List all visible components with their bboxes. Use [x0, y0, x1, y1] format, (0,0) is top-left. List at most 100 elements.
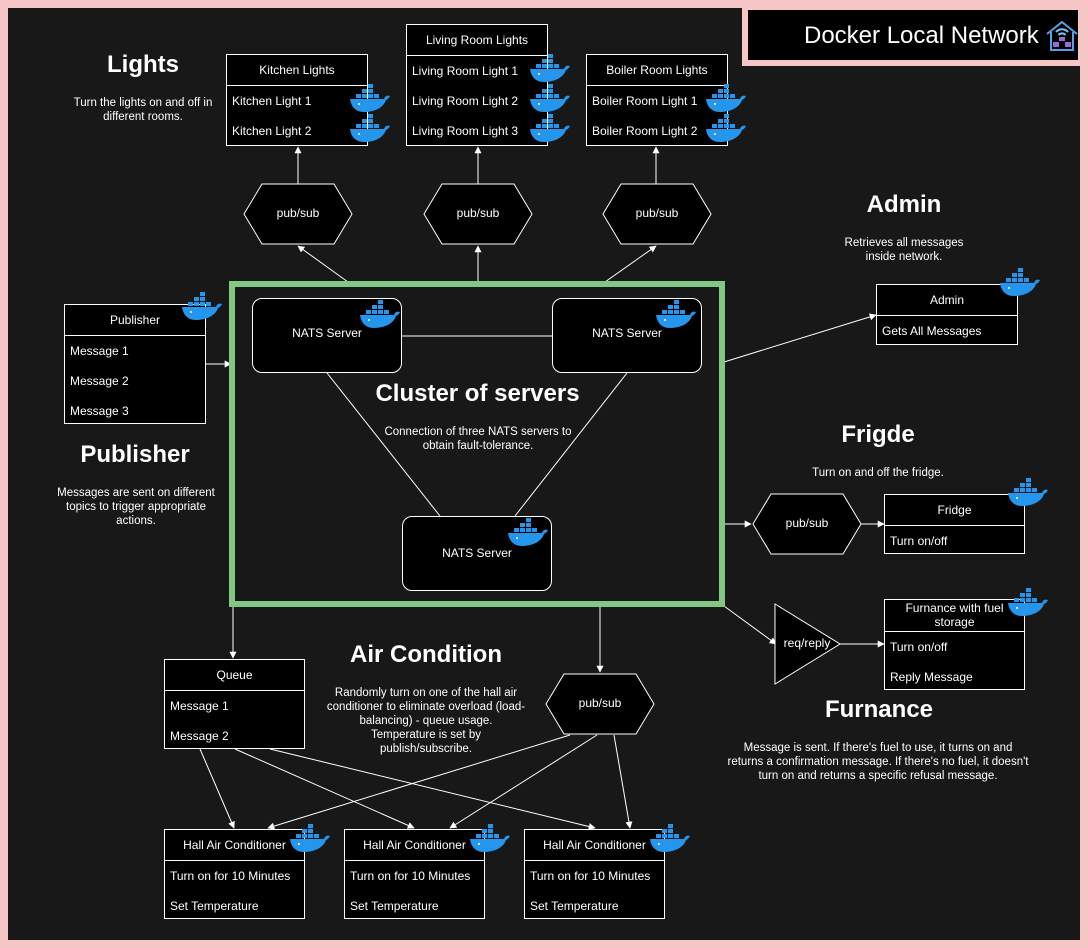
docker-icon	[530, 114, 570, 142]
list-item: Boiler Room Light 1	[592, 94, 698, 108]
cluster-desc: Connection of three NATS servers to obta…	[384, 426, 572, 452]
hall-ac-title: Hall Air Conditioner	[525, 830, 664, 861]
hall-ac-box-2: Hall Air Conditioner Turn on for 10 Minu…	[344, 829, 485, 919]
living-lights-box: Living Room Lights Living Room Light 1 L…	[406, 24, 548, 146]
boiler-lights-box: Boiler Room Lights Boiler Room Light 1 B…	[586, 54, 728, 146]
list-item: Message 2	[70, 374, 129, 388]
list-item: Boiler Room Light 2	[592, 124, 698, 138]
admin-heading: Admin	[866, 191, 942, 218]
kitchen-lights-box: Kitchen Lights Kitchen Light 1 Kitchen L…	[226, 54, 368, 146]
title-box: Docker Local Network	[742, 4, 1084, 66]
edge-cluster-pubsub3	[604, 245, 657, 283]
pubsub-label: pub/sub	[456, 206, 500, 220]
edge-acpubsub-hall2	[449, 734, 598, 829]
edge-queue-hall3	[269, 748, 596, 830]
edge-queue-hall1	[199, 748, 235, 829]
list-item: Set Temperature	[530, 899, 619, 913]
pubsub-label: pub/sub	[635, 206, 679, 220]
list-item: Set Temperature	[350, 899, 439, 913]
publisher-title: Publisher	[65, 305, 205, 336]
queue-title: Queue	[165, 660, 304, 691]
docker-icon	[1000, 268, 1040, 296]
furnance-desc: Message is sent. If there's fuel to use,…	[727, 742, 1029, 782]
queue-box: Queue Message 1 Message 2	[164, 659, 305, 749]
nats-server-label: NATS Server	[592, 326, 662, 340]
list-item: Message 1	[70, 344, 129, 358]
list-item: Turn on/off	[890, 534, 948, 548]
fridge-desc: Turn on and off the fridge.	[812, 467, 944, 479]
lights-heading: Lights	[107, 51, 179, 78]
fridge-box: Fridge Turn on/off	[884, 494, 1025, 554]
docker-icon	[1008, 478, 1048, 506]
docker-icon	[706, 84, 746, 112]
list-item: Message 2	[170, 729, 229, 743]
docker-icon	[656, 300, 696, 328]
boiler-lights-title: Boiler Room Lights	[587, 55, 727, 86]
edge-cluster-reqreply	[723, 605, 777, 645]
fridge-title: Fridge	[885, 495, 1024, 526]
page-title: Docker Local Network	[804, 22, 1039, 49]
list-item: Living Room Light 3	[412, 124, 519, 138]
list-item: Set Temperature	[170, 899, 259, 913]
list-item: Kitchen Light 1	[232, 94, 312, 108]
docker-icon	[470, 824, 510, 852]
docker-icon	[706, 114, 746, 142]
pubsub-label: pub/sub	[578, 696, 622, 710]
pubsub-label: pub/sub	[276, 206, 320, 220]
docker-icon	[350, 114, 390, 142]
docker-icon	[350, 84, 390, 112]
pubsub-hex-2	[423, 183, 533, 245]
edge-server-b-c	[514, 372, 628, 517]
list-item: Turn on/off	[890, 640, 948, 654]
admin-title: Admin	[877, 285, 1017, 316]
edge-acpubsub-hall1	[267, 734, 571, 830]
publisher-desc: Messages are sent on different topics to…	[57, 487, 215, 527]
list-item: Kitchen Light 2	[232, 124, 312, 138]
nats-server-a: NATS Server	[252, 298, 402, 373]
list-item: Message 1	[170, 699, 229, 713]
pubsub-label: pub/sub	[785, 516, 829, 530]
docker-icon	[508, 518, 548, 546]
edge-cluster-pubsub1	[297, 245, 349, 283]
furnance-heading: Furnance	[824, 696, 934, 723]
pubsub-hex-3	[602, 183, 712, 245]
list-item: Reply Message	[890, 670, 973, 684]
nats-server-label: NATS Server	[442, 546, 512, 560]
publisher-box: Publisher Message 1 Message 2 Message 3	[64, 304, 206, 424]
publisher-heading: Publisher	[80, 441, 190, 468]
cluster-border	[229, 281, 725, 607]
admin-desc: Retrieves all messages inside network.	[844, 237, 964, 263]
network-house-icon	[1046, 20, 1078, 51]
pubsub-hex-1	[243, 183, 353, 245]
edge-acpubsub-hall3	[613, 734, 633, 829]
list-item: Turn on for 10 Minutes	[170, 869, 291, 883]
docker-icon	[530, 84, 570, 112]
list-item: Message 3	[70, 404, 129, 418]
admin-box: Admin Gets All Messages	[876, 284, 1018, 345]
pubsub-hex-ac	[545, 673, 655, 735]
list-item: Turn on for 10 Minutes	[530, 869, 651, 883]
list-item: Living Room Light 2	[412, 94, 519, 108]
reqreply-label: req/reply	[783, 636, 831, 650]
edge-cluster-admin	[723, 313, 877, 363]
edge-queue-hall2	[234, 748, 415, 829]
list-item: Living Room Light 1	[412, 64, 519, 78]
docker-icon	[1008, 588, 1048, 616]
hall-ac-title: Hall Air Conditioner	[165, 830, 304, 861]
docker-icon	[360, 300, 400, 328]
furnance-box: Furnance with fuel storage Turn on/off R…	[884, 599, 1025, 690]
list-item: Turn on for 10 Minutes	[350, 869, 471, 883]
docker-icon	[650, 824, 690, 852]
hall-ac-box-1: Hall Air Conditioner Turn on for 10 Minu…	[164, 829, 305, 919]
cluster-heading: Cluster of servers	[375, 380, 580, 407]
docker-icon	[182, 292, 222, 320]
living-lights-title: Living Room Lights	[407, 25, 547, 56]
reqreply-triangle	[774, 603, 841, 685]
list-item: Gets All Messages	[882, 324, 982, 338]
hall-ac-title: Hall Air Conditioner	[345, 830, 484, 861]
air-desc: Randomly turn on one of the hall air con…	[326, 687, 526, 755]
air-heading: Air Condition	[350, 641, 502, 668]
docker-icon	[290, 824, 330, 852]
